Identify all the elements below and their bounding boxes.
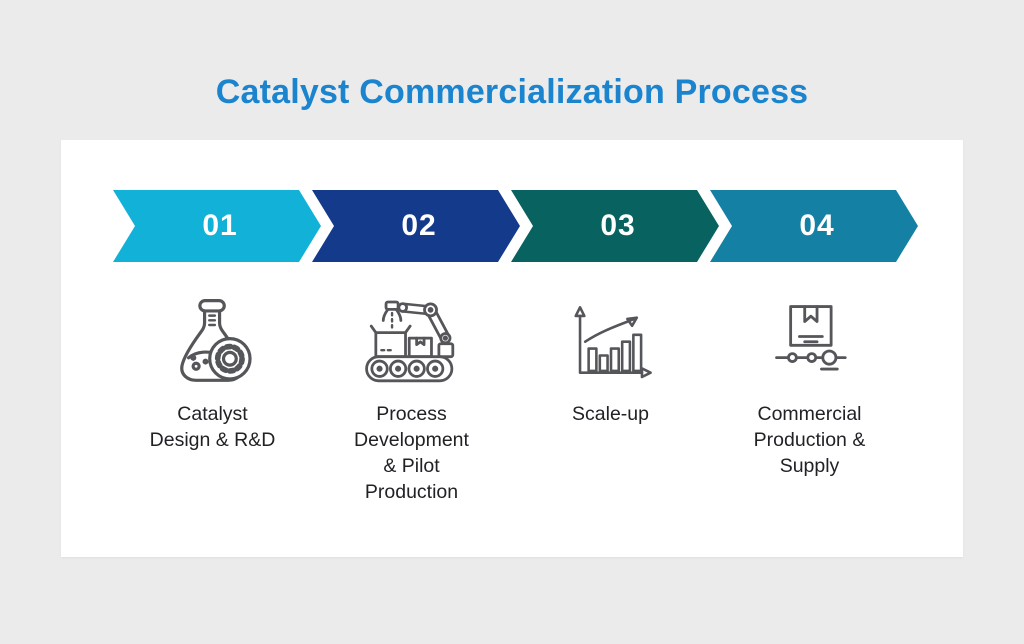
flask-gear-icon bbox=[168, 288, 258, 392]
chevron-row: 01 02 03 04 bbox=[113, 190, 919, 262]
step-column-2: Process Development & Pilot Production bbox=[312, 288, 511, 505]
page-title: Catalyst Commercialization Process bbox=[215, 72, 809, 111]
step-number: 01 bbox=[202, 209, 238, 242]
step-label: Commercial Production & Supply bbox=[753, 403, 866, 477]
steps-detail-row: Catalyst Design & R&D bbox=[113, 288, 909, 505]
package-supply-icon bbox=[764, 288, 856, 392]
step-label: Catalyst Design & R&D bbox=[149, 403, 276, 451]
step-chevron-02: 02 bbox=[312, 190, 520, 262]
step-chevron-01: 01 bbox=[113, 190, 321, 262]
step-number: 02 bbox=[401, 209, 437, 242]
step-column-1: Catalyst Design & R&D bbox=[113, 288, 312, 505]
step-number: 03 bbox=[600, 209, 636, 242]
step-chevron-03: 03 bbox=[511, 190, 719, 262]
step-label: Process Development & Pilot Production bbox=[354, 403, 469, 503]
step-column-4: Commercial Production & Supply bbox=[710, 288, 909, 505]
step-label: Scale-up bbox=[572, 403, 649, 425]
growth-chart-icon bbox=[567, 288, 655, 392]
robotic-arm-conveyor-icon bbox=[361, 288, 463, 392]
process-card: 01 02 03 04 bbox=[61, 140, 963, 557]
step-column-3: Scale-up bbox=[511, 288, 710, 505]
step-chevron-04: 04 bbox=[710, 190, 918, 262]
step-number: 04 bbox=[799, 209, 835, 242]
